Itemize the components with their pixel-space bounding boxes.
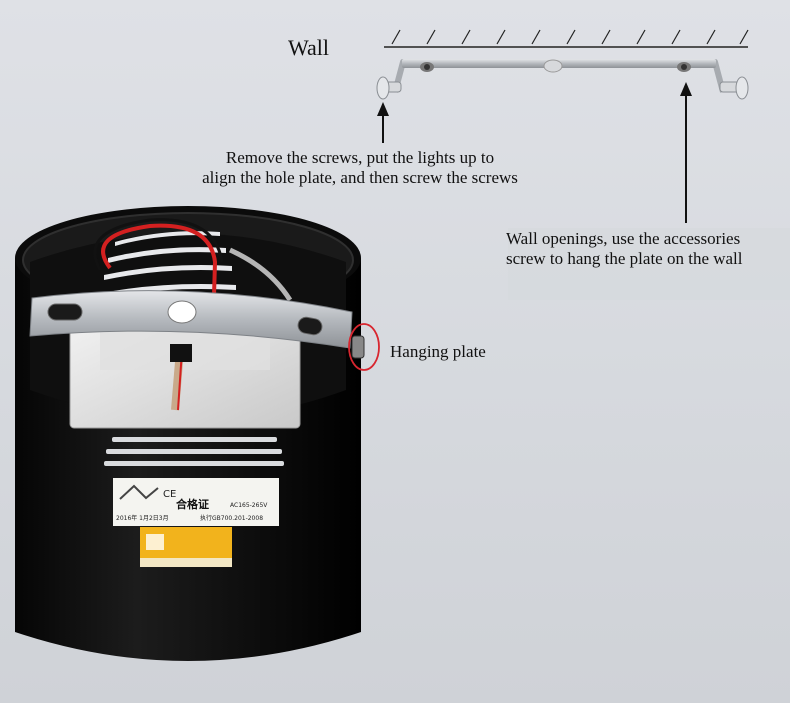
arrow-up-screws bbox=[377, 102, 389, 143]
screws-instruction-line-2: align the hole plate, and then screw the… bbox=[202, 167, 518, 187]
left-bolt-icon bbox=[376, 76, 402, 100]
cert-date: 2016年 1月2日3月 bbox=[116, 514, 169, 522]
cert-marks: CE bbox=[163, 489, 176, 500]
screws-instruction: Remove the screws, put the lights up to … bbox=[170, 148, 550, 187]
certificate-sticker bbox=[113, 478, 279, 567]
hanging-plate-callout-circle bbox=[348, 323, 380, 371]
wall-label: Wall bbox=[288, 35, 329, 60]
wall-hatch bbox=[384, 29, 749, 48]
cert-voltage: AC165-265V bbox=[230, 502, 268, 509]
cert-title: 合格证 bbox=[176, 497, 209, 511]
wall-openings-instruction: Wall openings, use the accessories screw… bbox=[506, 229, 743, 268]
wall-openings-line-2: screw to hang the plate on the wall bbox=[506, 248, 743, 268]
downlight-lamp bbox=[15, 206, 365, 661]
wall-openings-line-1: Wall openings, use the accessories bbox=[506, 229, 741, 248]
screws-instruction-line-1: Remove the screws, put the lights up to bbox=[225, 148, 495, 167]
hanging-plate-label: Hanging plate bbox=[390, 342, 486, 361]
cert-standard: 执行GB700.201-2008 bbox=[200, 514, 263, 522]
arrow-up-wall-openings bbox=[680, 82, 692, 223]
right-bolt-icon bbox=[719, 76, 749, 100]
mounting-bracket bbox=[376, 59, 749, 100]
